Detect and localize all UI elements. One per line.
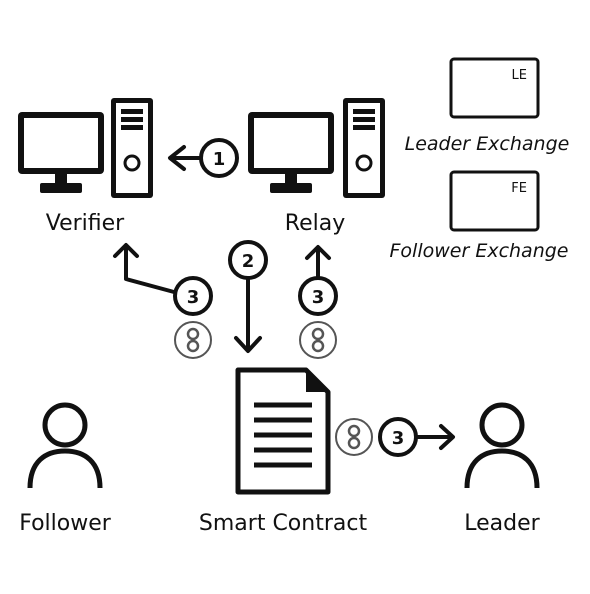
step-3-number: 3 — [392, 428, 405, 449]
step-3-number: 3 — [187, 287, 200, 308]
leader-exchange-box — [449, 57, 540, 119]
follower-exchange-label: Follower Exchange — [390, 240, 569, 262]
follower-exchange-box — [449, 170, 540, 232]
step-2-number: 2 — [242, 251, 255, 272]
smart-contract-label: Smart Contract — [199, 511, 368, 536]
leader-person-icon — [464, 402, 540, 489]
step-1-number: 1 — [213, 149, 226, 170]
relay-computer-icon — [248, 98, 385, 198]
verifier-computer-icon — [18, 98, 153, 198]
step-2-arrow — [228, 240, 268, 353]
follower-exchange-tag: FE — [511, 181, 527, 196]
step-1-arrow — [168, 138, 239, 178]
leader-label: Leader — [464, 511, 540, 536]
follower-person-icon — [27, 402, 103, 489]
step-3-relay-arrow — [298, 245, 338, 316]
token-icon — [335, 418, 373, 456]
leader-exchange-tag: LE — [512, 68, 527, 83]
follower-label: Follower — [19, 511, 112, 536]
relay-label: Relay — [285, 211, 345, 236]
token-icon — [174, 321, 212, 359]
token-icon — [299, 321, 337, 359]
smart-contract-document-icon — [235, 367, 331, 495]
leader-exchange-label: Leader Exchange — [405, 133, 570, 155]
step-3-leader-arrow — [378, 417, 455, 457]
verifier-label: Verifier — [46, 211, 125, 236]
step-3-verifier-arrow — [113, 243, 213, 316]
step-3-number: 3 — [312, 287, 325, 308]
